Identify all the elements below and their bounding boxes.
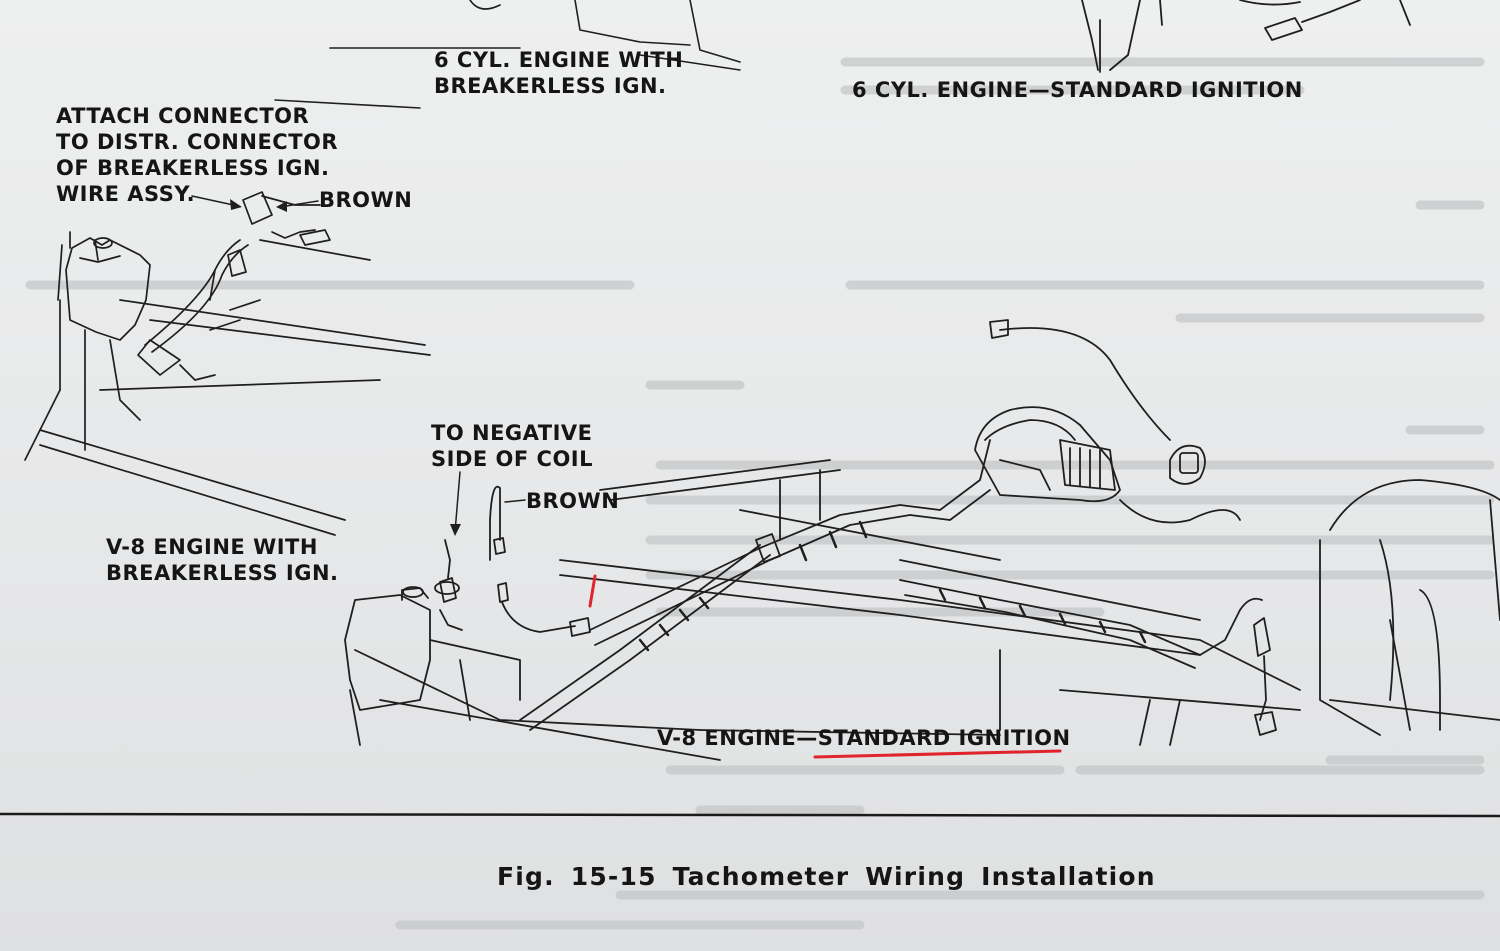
leader-lines-left <box>191 195 526 533</box>
label-v8-standard: V-8 ENGINE—STANDARD IGNITION <box>657 725 1071 751</box>
label-brown-top: BROWN <box>319 188 413 212</box>
v8-standard-drawing <box>344 319 1500 761</box>
label-six-cyl-standard: 6 CYL. ENGINE—STANDARD IGNITION <box>852 78 1303 102</box>
label-v8-breakerless: V-8 ENGINE WITH BREAKERLESS IGN. <box>106 535 339 585</box>
figure-caption: Fig. 15-15 Tachometer Wiring Installatio… <box>497 862 1156 891</box>
label-v8-standard-prefix: V-8 ENGINE— <box>657 726 818 750</box>
label-v8-standard-underlined: STANDARD IGNITION <box>817 726 1071 750</box>
six-cyl-standard-partial-drawing <box>1081 0 1411 73</box>
red-tick-mark <box>588 574 597 608</box>
red-annotation-marks <box>588 574 1062 759</box>
harness-tape-marks <box>638 520 1147 652</box>
caption-rule <box>0 812 1500 818</box>
label-to-negative-coil: TO NEGATIVE SIDE OF COIL <box>431 421 593 471</box>
red-underline <box>813 749 1062 759</box>
six-cyl-breakerless-drawing <box>24 191 431 536</box>
six-cyl-breakerless-partial-drawing <box>274 0 741 109</box>
arrowheads <box>230 199 461 536</box>
label-six-cyl-breakerless: 6 CYL. ENGINE WITH BREAKERLESS IGN. <box>434 48 684 98</box>
label-brown-mid: BROWN <box>526 489 620 513</box>
label-attach-connector: ATTACH CONNECTOR TO DISTR. CONNECTOR OF … <box>56 104 339 206</box>
